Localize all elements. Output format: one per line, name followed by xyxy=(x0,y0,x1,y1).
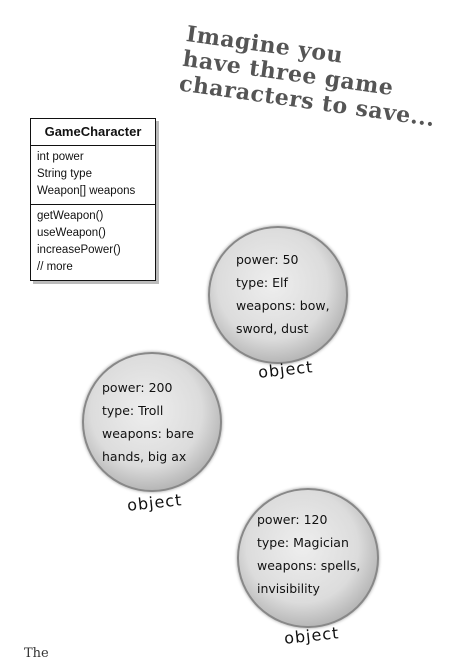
uml-method: getWeapon() xyxy=(37,210,104,222)
object-field: power: 200 xyxy=(102,380,173,395)
uml-methods: getWeapon() useWeapon() increasePower() … xyxy=(31,204,155,280)
object-field: power: 120 xyxy=(257,512,328,527)
object-troll-fields: power: 200 type: Troll weapons: bare han… xyxy=(102,376,194,468)
object-magician-fields: power: 120 type: Magician weapons: spell… xyxy=(257,508,360,600)
uml-attribute: Weapon[] weapons xyxy=(37,185,136,197)
object-field: invisibility xyxy=(257,581,320,596)
object-field: weapons: bow, xyxy=(236,298,330,313)
object-field: power: 50 xyxy=(236,252,299,267)
object-troll: power: 200 type: Troll weapons: bare han… xyxy=(82,352,222,492)
object-field: hands, big ax xyxy=(102,449,187,464)
uml-method: useWeapon() xyxy=(37,227,106,239)
uml-method: increasePower() xyxy=(37,244,121,256)
object-field: weapons: spells, xyxy=(257,558,361,573)
uml-attribute: int power xyxy=(37,151,84,163)
object-field: type: Troll xyxy=(102,403,164,418)
uml-class-name: GameCharacter xyxy=(31,119,155,146)
object-field: type: Elf xyxy=(236,275,288,290)
object-magician: power: 120 type: Magician weapons: spell… xyxy=(237,488,379,628)
uml-attributes: int power String type Weapon[] weapons xyxy=(31,146,155,204)
object-field: sword, dust xyxy=(236,321,309,336)
headline: Imagine you have three game characters t… xyxy=(178,21,437,132)
object-label: object xyxy=(126,490,184,515)
object-elf-fields: power: 50 type: Elf weapons: bow, sword,… xyxy=(236,248,330,340)
object-field: weapons: bare xyxy=(102,426,194,441)
object-field: type: Magician xyxy=(257,535,349,550)
uml-class-box: GameCharacter int power String type Weap… xyxy=(30,118,156,281)
bottom-text: The xyxy=(24,646,49,661)
object-elf: power: 50 type: Elf weapons: bow, sword,… xyxy=(208,226,348,364)
uml-attribute: String type xyxy=(37,168,92,180)
object-label: object xyxy=(283,623,341,648)
uml-method: // more xyxy=(37,261,73,273)
